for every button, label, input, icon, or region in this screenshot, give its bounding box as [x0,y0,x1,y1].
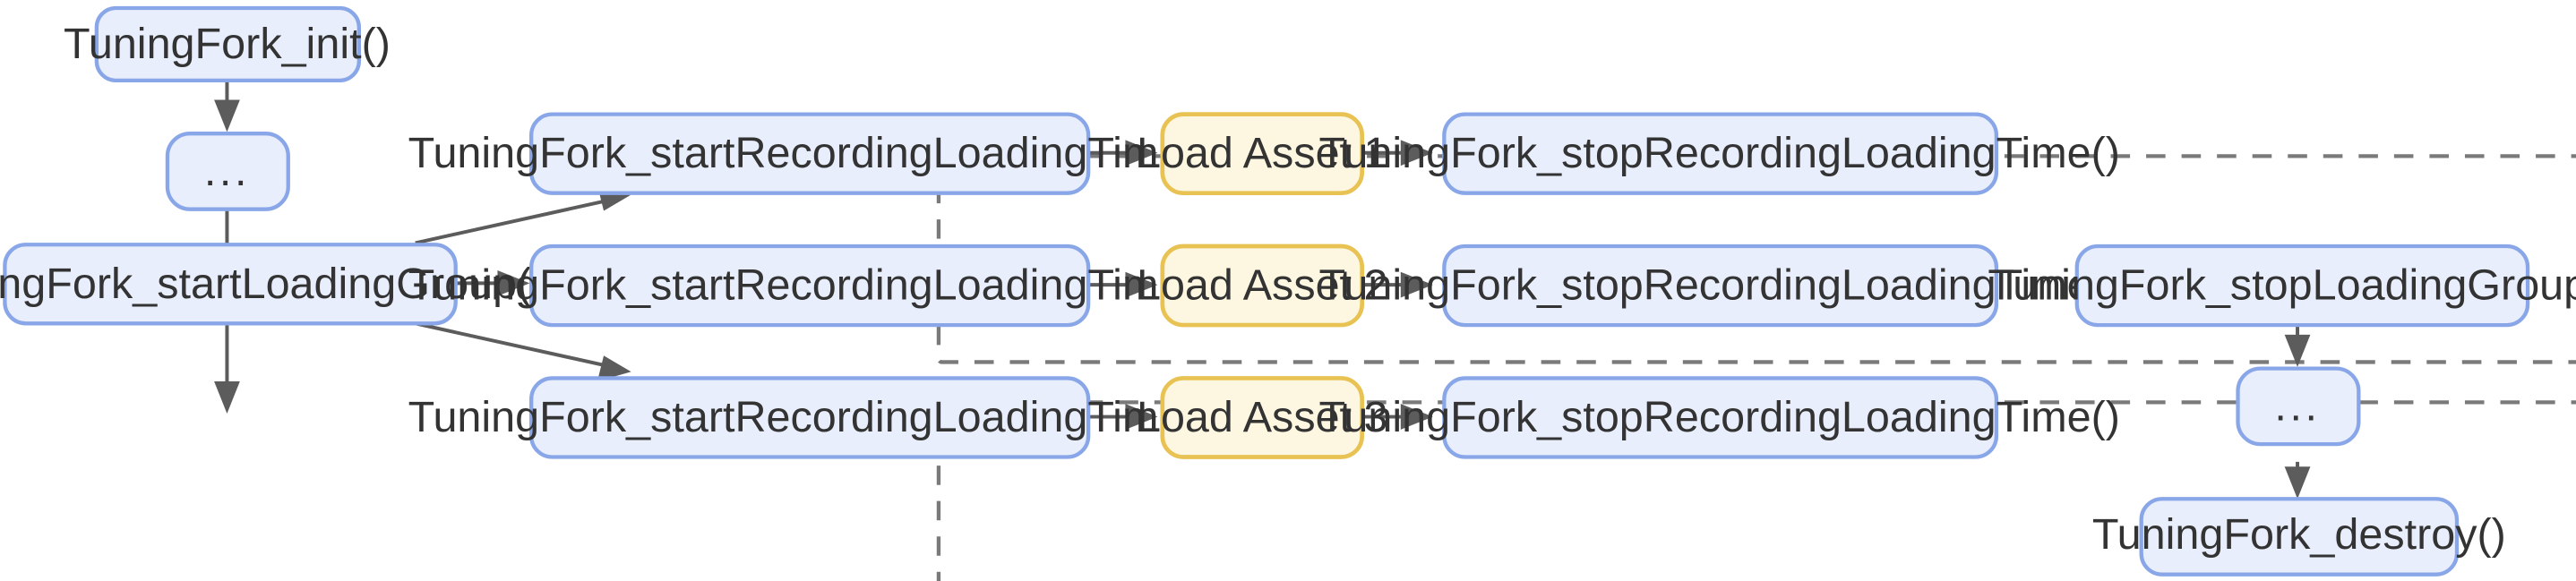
edge-ellipsis-bottom-to-destroy [2284,461,2311,500]
node-stop-loading-group[interactable]: TuningFork_stopLoadingGroup() [1988,244,2576,328]
node-row2-load-asset[interactable]: Load Asset 2 [1137,244,1388,328]
node-row2-stop-recording[interactable]: TuningFork_stopRecordingLoadingTime() [1319,244,2120,328]
node-row1-start-recording-label: TuningFork_startRecordingLoadingTime() [408,129,1212,177]
node-row3-start-recording-label: TuningFork_startRecordingLoadingTime() [408,393,1212,441]
edge-row2-asset-to-stop [1361,271,1433,298]
node-row2-start-recording[interactable]: TuningFork_startRecordingLoadingTime() [408,244,1212,328]
node-row2-stop-recording-label: TuningFork_stopRecordingLoadingTime() [1319,261,2120,310]
node-ellipsis-bottom-rect[interactable] [2236,366,2361,447]
node-row3-load-asset[interactable]: Load Asset 3 [1137,376,1388,459]
node-tuningfork-init-rect[interactable] [94,5,361,83]
node-row1-start-recording-rect[interactable] [529,112,1091,195]
node-row1-start-recording[interactable]: TuningFork_startRecordingLoadingTime() [408,112,1212,195]
node-row2-stop-recording-rect[interactable] [1442,244,1999,328]
node-tuningfork-destroy-rect[interactable] [2139,497,2460,577]
node-row1-stop-recording-label: TuningFork_stopRecordingLoadingTime() [1319,129,2120,177]
node-tuningfork-destroy[interactable]: TuningFork_destroy() [2092,497,2506,577]
edge-start-group-to-row3 [415,321,631,382]
edge-row3-start-to-asset [1088,404,1158,430]
node-row2-load-asset-label: Load Asset 2 [1137,261,1388,310]
edge-init-to-ellipsis-top [214,79,240,132]
edge-row2-start-to-asset [1088,271,1158,298]
node-row3-start-recording[interactable]: TuningFork_startRecordingLoadingTime() [408,376,1212,459]
node-row1-load-asset-rect[interactable] [1160,112,1365,196]
node-row3-start-recording-rect[interactable] [529,376,1091,459]
node-row1-load-asset[interactable]: Load Asset 1 [1137,112,1388,196]
edge-row3-asset-to-stop [1361,404,1433,430]
node-row3-load-asset-label: Load Asset 3 [1137,393,1388,441]
edge-start-group-to-row2 [455,269,530,296]
node-row2-start-recording-rect[interactable] [529,244,1091,328]
node-stop-loading-group-label: TuningFork_stopLoadingGroup() [1988,261,2576,310]
node-tuningfork-init-label: TuningFork_init() [64,20,391,68]
edge-stop-group-to-ellipsis-bottom [2284,326,2311,367]
node-row3-stop-recording[interactable]: TuningFork_stopRecordingLoadingTime() [1319,376,2120,459]
node-ellipsis-bottom-label: ... [2274,381,2320,430]
node-row3-stop-recording-rect[interactable] [1442,376,1999,459]
node-start-loading-group-label: TuningFork_startLoadingGroup() [0,260,545,308]
node-stop-loading-group-rect[interactable] [2074,244,2530,328]
node-tuningfork-init[interactable]: TuningFork_init() [64,5,391,83]
node-ellipsis-top-label: ... [204,147,250,195]
node-row1-stop-recording[interactable]: TuningFork_stopRecordingLoadingTime() [1319,112,2120,195]
node-row1-stop-recording-rect[interactable] [1442,112,1999,195]
node-ellipsis-bottom[interactable]: ... [2236,366,2361,447]
node-row3-stop-recording-label: TuningFork_stopRecordingLoadingTime() [1319,393,2120,441]
node-row3-load-asset-rect[interactable] [1160,376,1365,459]
node-row1-load-asset-label: Load Asset 1 [1137,129,1388,177]
node-start-loading-group[interactable]: TuningFork_startLoadingGroup() [0,243,545,326]
node-start-loading-group-rect[interactable] [3,243,458,326]
node-tuningfork-destroy-label: TuningFork_destroy() [2092,510,2506,559]
node-ellipsis-top[interactable]: ... [165,132,290,211]
edge-row1-asset-to-stop [1361,140,1433,167]
node-ellipsis-top-rect[interactable] [165,132,290,211]
edge-row1-start-to-asset [1088,140,1158,167]
node-row2-start-recording-label: TuningFork_startRecordingLoadingTime() [408,261,1212,310]
node-row2-load-asset-rect[interactable] [1160,244,1365,328]
